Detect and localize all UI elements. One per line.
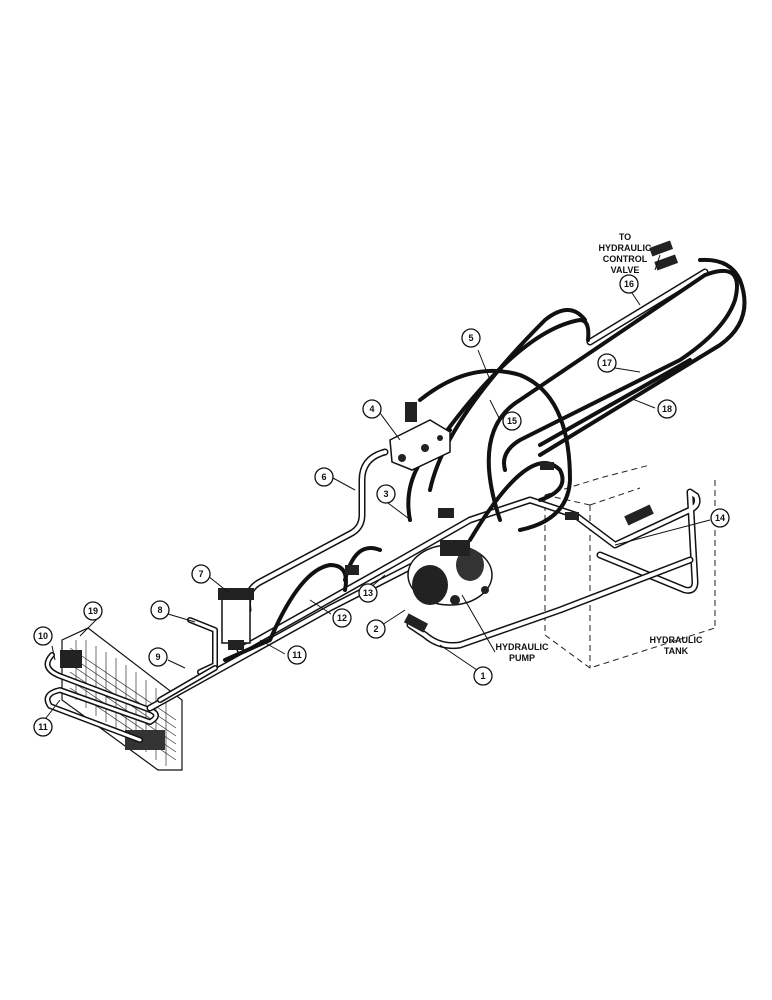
svg-text:7: 7 [198, 569, 203, 579]
callout-11-cooler: 11 [33, 717, 53, 737]
svg-text:6: 6 [321, 472, 326, 482]
svg-text:11: 11 [292, 650, 302, 660]
callout-13: 13 [358, 583, 378, 603]
callout-16: 16 [619, 274, 639, 294]
svg-text:VALVE: VALVE [611, 265, 640, 275]
svg-text:19: 19 [88, 606, 98, 616]
hydraulic-pump [407, 540, 493, 606]
oil-cooler [44, 627, 183, 771]
svg-text:CONTROL: CONTROL [603, 254, 648, 264]
svg-text:17: 17 [602, 358, 612, 368]
callout-6: 6 [314, 467, 334, 487]
svg-text:PUMP: PUMP [509, 653, 535, 663]
svg-text:4: 4 [369, 404, 374, 414]
svg-text:1: 1 [480, 671, 485, 681]
callout-9: 9 [148, 647, 168, 667]
callout-11-hose: 11 [287, 645, 307, 665]
hose-fittings [345, 240, 679, 633]
svg-text:2: 2 [373, 624, 378, 634]
hydraulic-tank-label: HYDRAULIC TANK [650, 635, 703, 656]
svg-text:11: 11 [38, 722, 48, 732]
hydraulic-pump-label: HYDRAULIC PUMP [496, 642, 549, 663]
callout-19: 19 [83, 601, 103, 621]
callout-17: 17 [597, 353, 617, 373]
callout-7: 7 [191, 564, 211, 584]
svg-text:15: 15 [507, 416, 517, 426]
callout-1: 1 [473, 666, 493, 686]
callout-18: 18 [657, 399, 677, 419]
svg-text:TANK: TANK [664, 646, 689, 656]
svg-text:HYDRAULIC: HYDRAULIC [496, 642, 549, 652]
callout-15: 15 [502, 411, 522, 431]
to-control-valve-label: TO HYDRAULIC CONTROL VALVE [599, 232, 652, 275]
svg-text:TO: TO [619, 232, 631, 242]
callout-2: 2 [366, 619, 386, 639]
svg-text:8: 8 [157, 605, 162, 615]
svg-text:9: 9 [155, 652, 160, 662]
leader-lines [45, 254, 711, 719]
svg-text:12: 12 [337, 613, 347, 623]
priority-valve [389, 402, 451, 471]
svg-text:14: 14 [715, 513, 725, 523]
flexible-hoses [223, 257, 747, 662]
oil-filter [218, 588, 254, 650]
callout-10: 10 [33, 626, 53, 646]
svg-text:5: 5 [468, 333, 473, 343]
callout-8: 8 [150, 600, 170, 620]
svg-text:13: 13 [363, 588, 373, 598]
svg-text:16: 16 [624, 279, 634, 289]
callout-12: 12 [332, 608, 352, 628]
svg-text:HYDRAULIC: HYDRAULIC [599, 243, 652, 253]
svg-text:10: 10 [38, 631, 48, 641]
svg-text:18: 18 [662, 404, 672, 414]
callout-5: 5 [461, 328, 481, 348]
callout-14: 14 [710, 508, 730, 528]
svg-text:HYDRAULIC: HYDRAULIC [650, 635, 703, 645]
svg-text:3: 3 [383, 489, 388, 499]
callout-4: 4 [362, 399, 382, 419]
callout-3: 3 [376, 484, 396, 504]
